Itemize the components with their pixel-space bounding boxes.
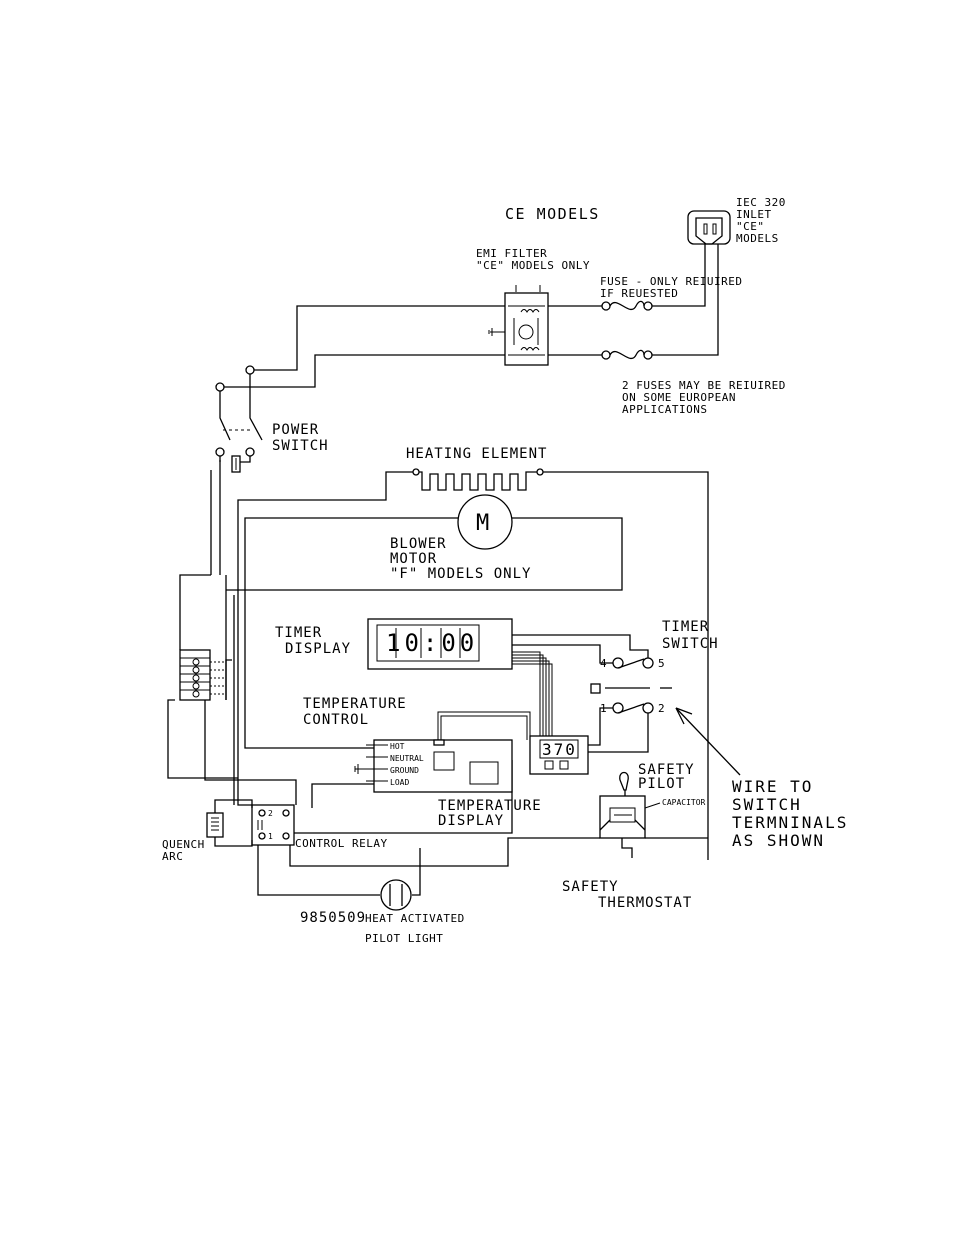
quench-arc-label-1: QUENCH [162,838,205,851]
blower-motor-label-1: BLOWER [390,536,447,552]
timer-switch-terminal-2: 2 [658,702,665,715]
quench-arc-label-2: ARC [162,850,183,863]
temperature-readout: 370 [542,740,577,759]
blower-motor [457,494,513,550]
emi-filter-label-1: EMI FILTER [476,247,547,260]
fuse-label-1: FUSE - ONLY REIUIRED [600,275,742,288]
timer-switch-terminal-5: 5 [658,657,665,670]
quench-arc [206,799,253,847]
wire-callout-arrow [675,707,741,776]
pilot-light [380,879,412,911]
iec-inlet [687,210,731,245]
wires [167,243,719,896]
wire-note-2: SWITCH [732,795,802,814]
temperature-display-label-1: TEMPERATURE [438,798,542,814]
fuse-bottom [601,349,653,360]
heating-element-label: HEATING ELEMENT [406,446,547,462]
blower-motor-label-3: "F" MODELS ONLY [390,566,531,582]
timer-switch [590,657,672,714]
timer-display-label-1: TIMER [275,625,322,641]
timer-switch-terminal-1: 1 [600,702,607,715]
temperature-control-label-2: CONTROL [303,712,369,728]
terminal-load: LOAD [390,778,409,787]
safety-pilot-label-1: SAFETY [638,762,695,778]
timer-switch-label-1: TIMER [662,619,709,635]
part-number: 9850509 [300,910,366,926]
wire-note-3: TERMNINALS [732,813,848,832]
heating-element [412,468,544,491]
timer-switch-label-2: SWITCH [662,636,719,652]
temperature-display [529,735,589,775]
timer-display-label-2: DISPLAY [285,641,351,657]
control-relay-label: CONTROL RELAY [295,837,388,850]
control-relay [251,804,295,846]
fuse-label-2: IF REUESTED [600,287,678,300]
ce-models-label: CE MODELS [505,205,600,223]
iec-inlet-label-4: MODELS [736,232,779,245]
emi-filter-label-2: "CE" MODELS ONLY [476,259,590,272]
fuses-note-2: ON SOME EUROPEAN [622,391,736,404]
iec-inlet-label-3: "CE" [736,220,765,233]
timer-switch-terminal-4: 4 [600,657,607,670]
relay-terminal-2: 2 [268,809,273,818]
safety-thermostat [599,795,661,858]
terminal-hot: HOT [390,742,405,751]
timer-display [367,618,513,670]
temperature-control-label-1: TEMPERATURE [303,696,407,712]
fuse-top [601,300,653,311]
temperature-control [354,739,513,793]
safety-thermostat-label-2: THERMOSTAT [598,895,692,911]
pilot-light-label-2: PILOT LIGHT [365,932,443,945]
fuses-note-3: APPLICATIONS [622,403,707,416]
power-switch-label-2: SWITCH [272,438,329,454]
safety-thermostat-label-1: SAFETY [562,879,619,895]
power-switch [215,365,263,473]
capacitor-label: CAPACITOR [662,798,706,807]
labels: CE MODELS IEC 320 INLET "CE" MODELS EMI … [162,196,848,945]
wire-note-4: AS SHOWN [732,831,825,850]
wire-note-1: WIRE TO [732,777,813,796]
safety-pilot-label-2: PILOT [638,776,685,792]
terminal-neutral: NEUTRAL [390,754,424,763]
temperature-display-label-2: DISPLAY [438,813,504,829]
motor-symbol: M [476,511,491,536]
terminal-ground: GROUND [390,766,419,775]
timer-readout: 10:00 [386,629,478,657]
blower-motor-label-2: MOTOR [390,551,437,567]
pilot-light-label-1: HEAT ACTIVATED [365,912,465,925]
iec-inlet-label-2: INLET [736,208,772,221]
emi-filter [488,285,549,366]
iec-inlet-label-1: IEC 320 [736,196,786,209]
fuses-note-1: 2 FUSES MAY BE REIUIRED [622,379,786,392]
power-switch-label-1: POWER [272,422,319,438]
relay-terminal-1: 1 [268,832,273,841]
connector-block [179,649,226,701]
